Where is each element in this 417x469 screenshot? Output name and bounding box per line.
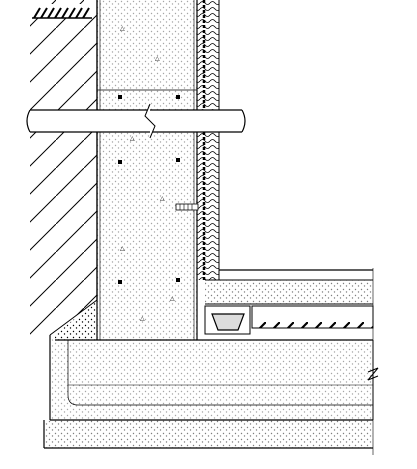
- svg-text:△: △: [170, 295, 175, 302]
- concrete-wall: △ △ △ △ △ △ △: [96, 0, 198, 340]
- insulation-layer: [197, 0, 220, 280]
- svg-text:△: △: [140, 315, 145, 322]
- floor-board-layer: [251, 305, 374, 329]
- svg-text:△: △: [130, 135, 135, 142]
- ground-surface-marker: [32, 4, 92, 19]
- svg-text:△: △: [120, 25, 125, 32]
- drainage-channel: [204, 305, 251, 335]
- blinding-layer: [43, 420, 373, 449]
- foundation-footing: [49, 335, 374, 421]
- gravel-wedge: [55, 300, 97, 340]
- soil-hatch-zone: [30, 0, 98, 336]
- svg-text:△: △: [155, 55, 160, 62]
- break-mark-right: [367, 268, 379, 455]
- anchor-bolt: [175, 203, 199, 211]
- svg-text:△: △: [160, 195, 165, 202]
- svg-text:△: △: [120, 245, 125, 252]
- floor-screed-layer: [205, 269, 373, 305]
- pipe-penetration: [26, 103, 246, 139]
